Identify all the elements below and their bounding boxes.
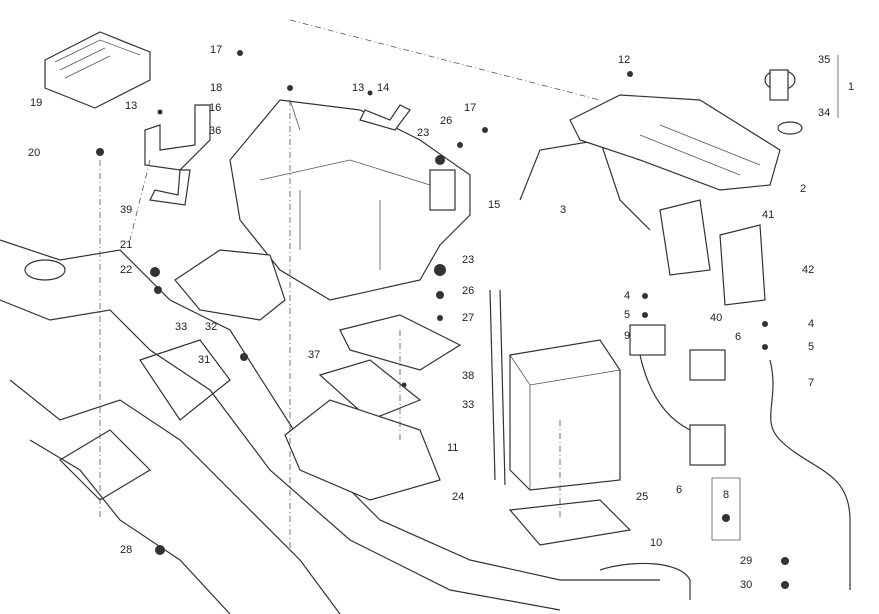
- frame-drawing: [0, 239, 691, 614]
- callout-5: 5: [624, 309, 631, 321]
- callout-25: 25: [636, 491, 649, 503]
- callout-4b: 4: [808, 318, 815, 330]
- callout-6: 6: [735, 331, 742, 343]
- callout-14: 14: [377, 82, 390, 94]
- battery-tray-drawing: [229, 99, 471, 301]
- callout-4: 4: [624, 290, 631, 302]
- callout-27: 27: [462, 312, 475, 324]
- callout-20: 20: [28, 147, 41, 159]
- callout-19: 19: [30, 97, 43, 109]
- callout-21: 21: [120, 239, 133, 251]
- callout-17: 17: [210, 44, 223, 56]
- callout-28: 28: [120, 544, 133, 556]
- mats-drawing: [284, 314, 462, 501]
- callout-39: 39: [120, 204, 133, 216]
- callout-32: 32: [205, 321, 218, 333]
- callout-40: 40: [710, 312, 723, 324]
- callout-16: 16: [209, 102, 222, 114]
- callout-26b: 26: [462, 285, 475, 297]
- callout-22: 22: [120, 264, 133, 276]
- callout-8: 8: [723, 489, 730, 501]
- callout-11: 11: [447, 442, 459, 454]
- callout-33b: 33: [462, 399, 475, 411]
- relay-and-cable-drawing: [629, 324, 851, 590]
- callout-30: 30: [740, 579, 753, 591]
- callout-31: 31: [198, 354, 211, 366]
- callout-34: 34: [818, 107, 831, 119]
- callout-23b: 23: [462, 254, 475, 266]
- callout-38: 38: [462, 370, 475, 382]
- callout-10: 10: [650, 537, 663, 549]
- callout-12: 12: [618, 54, 631, 66]
- top-cover-drawing: [569, 55, 839, 191]
- callout-37: 37: [308, 349, 321, 361]
- callout-13b: 13: [352, 82, 365, 94]
- callout-29: 29: [740, 555, 753, 567]
- ground-cable-drawing: [489, 289, 506, 486]
- callout-35: 35: [818, 54, 831, 66]
- callout-33: 33: [175, 321, 188, 333]
- ecu-unit-drawing: [44, 31, 151, 109]
- callout-15: 15: [488, 199, 501, 211]
- callout-7: 7: [808, 377, 815, 389]
- callout-2: 2: [800, 183, 807, 195]
- callout-26: 26: [440, 115, 453, 127]
- callout-41: 41: [762, 209, 775, 221]
- callout-17b: 17: [464, 102, 477, 114]
- callout-24: 24: [452, 491, 465, 503]
- callout-9: 9: [624, 330, 631, 342]
- callout-1: 1: [848, 81, 855, 93]
- callout-42: 42: [802, 264, 815, 276]
- brackets-drawing: [144, 104, 766, 306]
- callout-23: 23: [417, 127, 430, 139]
- heat-shield-drawing: [174, 249, 286, 321]
- callout-13: 13: [125, 100, 138, 112]
- callout-36: 36: [209, 125, 222, 137]
- callout-18: 18: [210, 82, 223, 94]
- callout-3: 3: [560, 204, 567, 216]
- assembly-lines: [99, 19, 601, 550]
- fasteners: [96, 50, 789, 589]
- callout-6b: 6: [676, 484, 683, 496]
- battery-drawing: [508, 339, 632, 546]
- callout-5b: 5: [808, 341, 815, 353]
